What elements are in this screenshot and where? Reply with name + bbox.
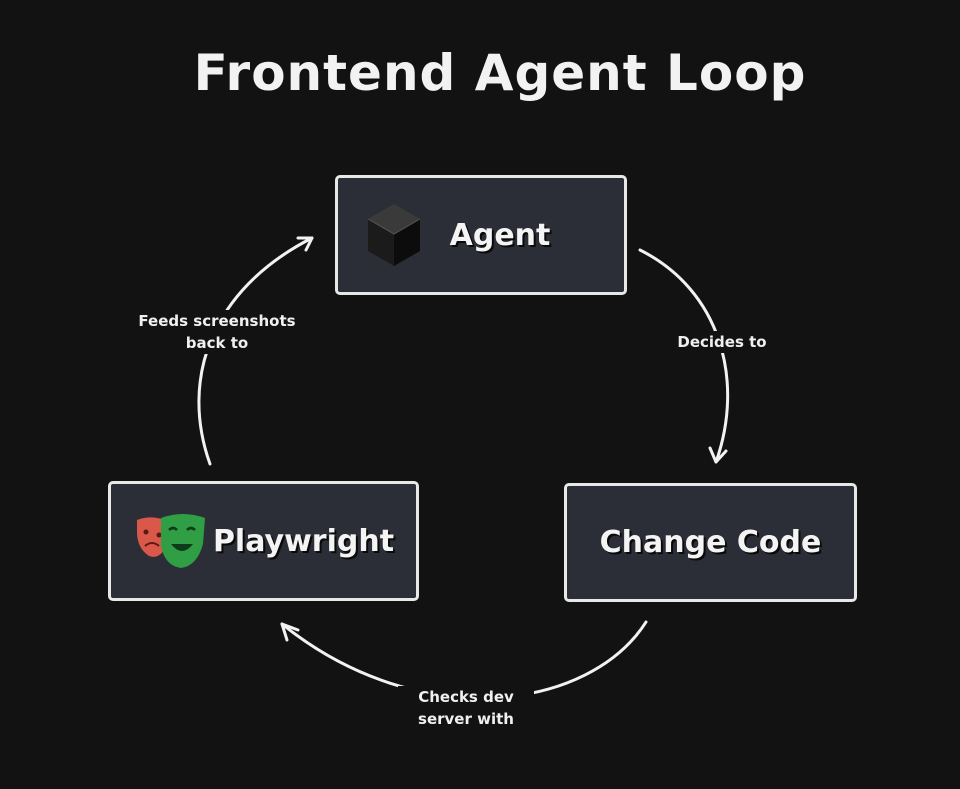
edge-agent-to-change [638, 248, 730, 464]
dark-cube-icon [364, 202, 424, 276]
playwright-label: Playwright [212, 523, 395, 559]
agent-node[interactable]: Agent [335, 175, 627, 295]
edge-playwright-to-agent-arrowhead [296, 236, 314, 252]
edge-agent-to-change-arrowhead [708, 446, 728, 464]
diagram-title: Frontend Agent Loop [193, 44, 807, 102]
change-code-label: Change Code [599, 525, 822, 560]
edge-label-decides-to: Decides to [664, 331, 780, 353]
edge-label-checks-dev-server: Checks dev server with [398, 686, 534, 730]
change-code-node[interactable]: Change Code [564, 483, 857, 602]
edge-label-feeds-screenshots: Feeds screenshots back to [120, 310, 314, 354]
edge-change-to-playwright-arrowhead [280, 622, 300, 642]
theater-masks-icon [135, 512, 207, 578]
playwright-node[interactable]: Playwright [108, 481, 419, 601]
agent-label: Agent [449, 217, 551, 253]
